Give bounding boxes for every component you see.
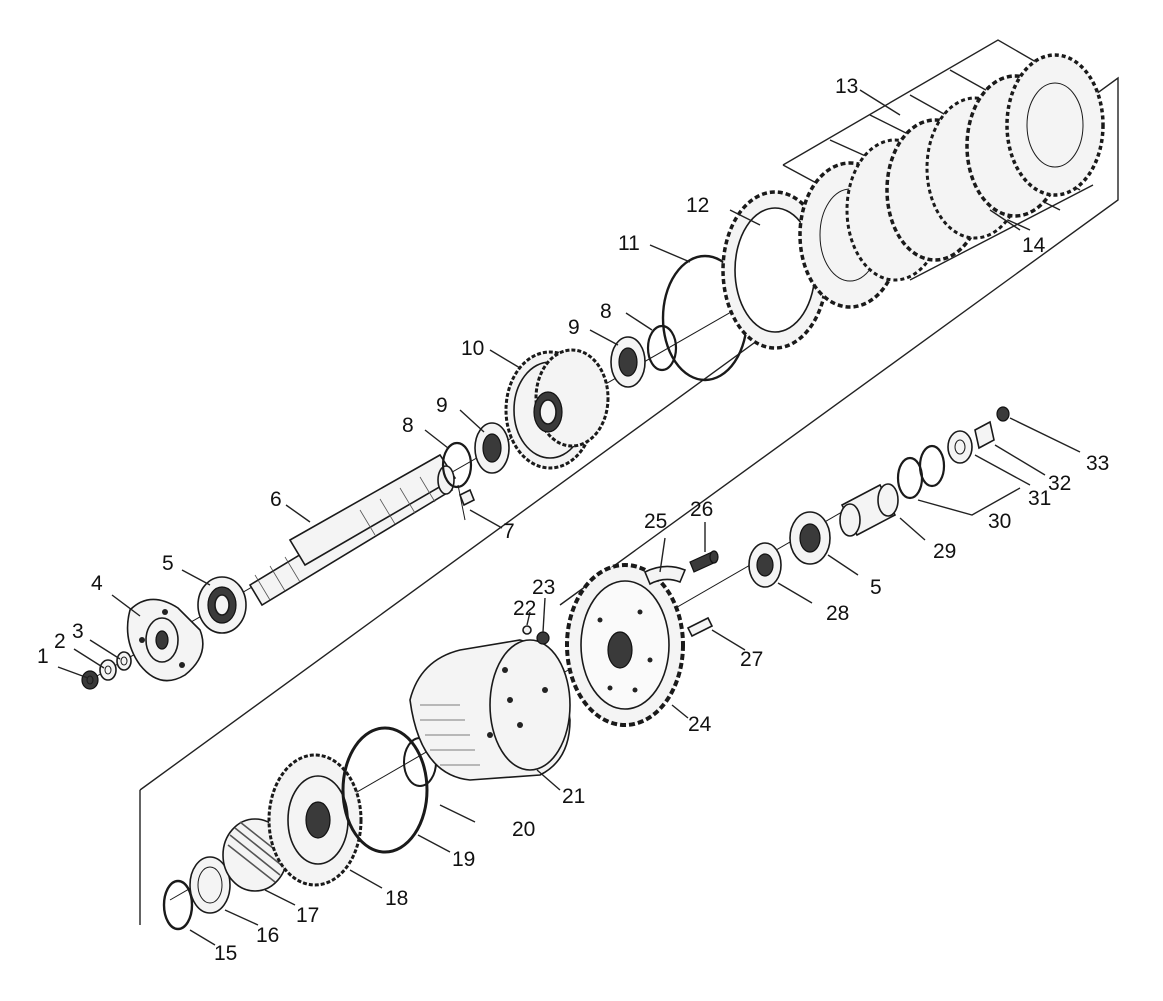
label-26: 26: [690, 498, 713, 521]
label-4: 4: [91, 572, 103, 595]
part-labels: 1 2 3 4 5 5 6 7 8 8 9 9 10 11 12 13 14 1…: [37, 75, 1109, 965]
label-33: 33: [1086, 452, 1109, 475]
label-22: 22: [513, 597, 536, 620]
label-24: 24: [688, 713, 712, 736]
label-32: 32: [1048, 472, 1071, 495]
part-19-seal-ring: [341, 726, 429, 854]
label-8-upper: 8: [600, 300, 612, 323]
label-7: 7: [503, 520, 515, 543]
label-20: 20: [512, 818, 535, 841]
label-27: 27: [740, 648, 763, 671]
label-23: 23: [532, 576, 555, 599]
part-1-nut: [81, 670, 99, 690]
label-5-upper: 5: [162, 552, 174, 575]
label-18: 18: [385, 887, 408, 910]
label-11: 11: [618, 232, 640, 255]
part-29-sleeve: [839, 483, 899, 537]
part-9-bearing-upper: [610, 336, 646, 388]
label-5-lower: 5: [870, 576, 882, 599]
part-8-snap-ring-lower: [441, 441, 473, 489]
label-10: 10: [461, 337, 484, 360]
part-21-drum: [409, 639, 571, 781]
label-21: 21: [562, 785, 585, 808]
part-26-bolt: [689, 550, 719, 573]
part-22-ball: [522, 625, 532, 635]
label-17: 17: [296, 904, 319, 927]
label-8-lower: 8: [402, 414, 414, 437]
label-29: 29: [933, 540, 956, 563]
part-8-snap-ring-upper: [646, 324, 678, 372]
label-9-lower: 9: [436, 394, 448, 417]
part-10-gear: [504, 348, 610, 470]
label-9-upper: 9: [568, 316, 580, 339]
part-13-14-plate-stack: [798, 53, 1105, 309]
part-30-rings: [896, 444, 1021, 516]
label-6: 6: [270, 488, 282, 511]
label-28: 28: [826, 602, 849, 625]
part-4-flange: [126, 598, 204, 682]
part-18-piston: [267, 753, 363, 887]
label-3: 3: [72, 620, 84, 643]
part-16-retainer: [189, 856, 231, 914]
part-15-snap-ring: [162, 879, 194, 931]
label-25: 25: [644, 510, 667, 533]
label-16: 16: [256, 924, 279, 947]
assembly-frame: [139, 76, 1119, 925]
label-13: 13: [835, 75, 858, 98]
label-1: 1: [37, 645, 49, 668]
part-27-pin: [686, 616, 714, 638]
part-31-washer: [947, 430, 973, 464]
label-12: 12: [686, 194, 709, 217]
part-24-ring-gear: [565, 563, 685, 727]
part-28-bushing: [748, 542, 782, 588]
part-7-key: [457, 484, 476, 521]
label-14: 14: [1022, 234, 1046, 257]
part-25-clip: [643, 565, 687, 586]
label-2: 2: [54, 630, 66, 653]
label-30: 30: [988, 510, 1011, 533]
part-5-bearing-upper: [197, 576, 247, 634]
part-23-plug: [536, 631, 550, 645]
part-5-bearing-lower: [789, 511, 831, 565]
part-33-bolt: [996, 406, 1010, 422]
label-15: 15: [214, 942, 237, 965]
part-9-bearing-lower: [474, 422, 510, 474]
part-32-lock-plate: [974, 420, 995, 450]
label-19: 19: [452, 848, 475, 871]
leader-lines: [57, 89, 1081, 946]
part-2-washer: [99, 659, 117, 681]
part-3-washer: [116, 651, 132, 671]
label-31: 31: [1028, 487, 1051, 510]
